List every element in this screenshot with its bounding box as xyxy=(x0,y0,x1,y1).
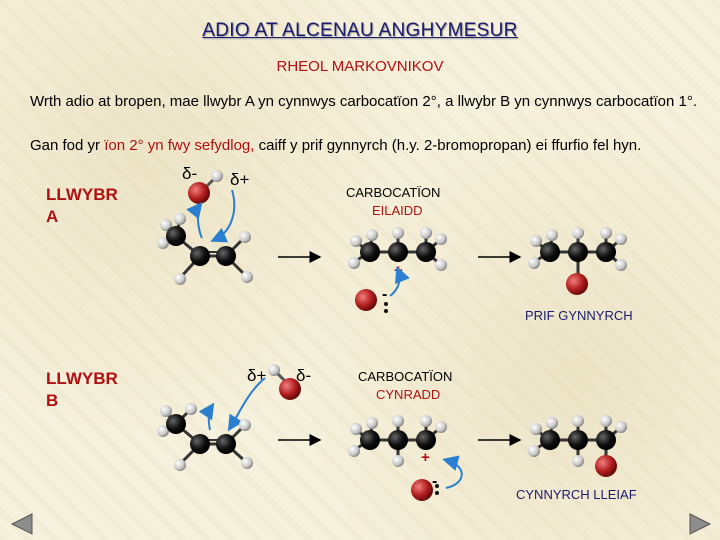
curly-arrow xyxy=(389,266,410,297)
route-a-carbocation xyxy=(348,227,447,313)
intro-paragraph-1: Wrth adio at bropen, mae llwybr A yn cyn… xyxy=(30,93,698,110)
page-title: ADIO AT ALCENAU ANGHYMESUR xyxy=(202,20,518,41)
route-b-carbocation-class: CYNRADD xyxy=(376,387,441,402)
bromide-ion xyxy=(411,479,433,501)
route-a-delta-plus: δ+ xyxy=(230,170,250,189)
next-slide-button[interactable] xyxy=(689,513,712,535)
intro-text-prefix: Gan fod yr xyxy=(30,137,105,154)
intro-paragraph-2: Gan fod yr ïon 2° yn fwy sefydlog, caiff… xyxy=(30,134,700,158)
route-b-carbocation-type: CARBOCATÏON xyxy=(358,369,453,384)
intro-text-suffix: caiff y prif gynnyrch (h.y. 2-bromopropa… xyxy=(254,137,642,154)
route-a-product-molecule xyxy=(528,227,627,295)
route-a-anion-charge: - xyxy=(382,286,388,303)
curly-arrow xyxy=(442,455,463,489)
bromine-atom xyxy=(279,378,301,400)
route-a-label-line1: LLWYBR xyxy=(46,185,118,204)
route-b-product-label: CYNNYRCH LLEIAF xyxy=(516,487,637,502)
route-b-label: LLWYBR B xyxy=(46,368,118,412)
route-b-anion-charge: - xyxy=(432,473,438,490)
route-a-label: LLWYBR A xyxy=(46,184,118,228)
hydrogen-atom xyxy=(268,364,280,376)
route-a-carbocation-type: CARBOCATÏON xyxy=(346,185,441,200)
curly-arrow xyxy=(210,189,236,243)
propene-molecule xyxy=(157,213,253,285)
route-b-product-molecule xyxy=(528,415,627,477)
route-a-delta-minus: δ- xyxy=(182,164,198,183)
curly-arrow xyxy=(198,402,215,431)
triangle-right-icon xyxy=(689,513,712,535)
route-a-product-label: PRIF GYNNYRCH xyxy=(525,308,633,323)
route-b-label-line2: B xyxy=(46,391,59,410)
route-b-cation-charge: + xyxy=(421,449,430,466)
route-b-delta-minus: δ- xyxy=(296,366,312,385)
hydrogen-atom xyxy=(211,170,223,182)
route-a-reactants xyxy=(157,170,253,285)
bromine-atom xyxy=(188,182,210,204)
route-a-label-line2: A xyxy=(46,207,59,226)
propene-molecule xyxy=(157,403,253,471)
previous-slide-button[interactable] xyxy=(10,513,33,535)
intro-text-highlight: ïon 2° yn fwy sefydlog, xyxy=(104,137,255,154)
bromide-ion xyxy=(355,289,377,311)
route-a-carbocation-class: EILAIDD xyxy=(372,203,423,218)
triangle-left-icon xyxy=(10,513,33,535)
route-b-carbocation xyxy=(348,415,463,501)
route-b-label-line1: LLWYBR xyxy=(46,369,118,388)
page-subtitle: RHEOL MARKOVNIKOV xyxy=(276,58,444,75)
curly-arrow xyxy=(227,377,266,432)
route-b-reactants xyxy=(157,364,301,471)
curly-arrow xyxy=(186,201,203,239)
